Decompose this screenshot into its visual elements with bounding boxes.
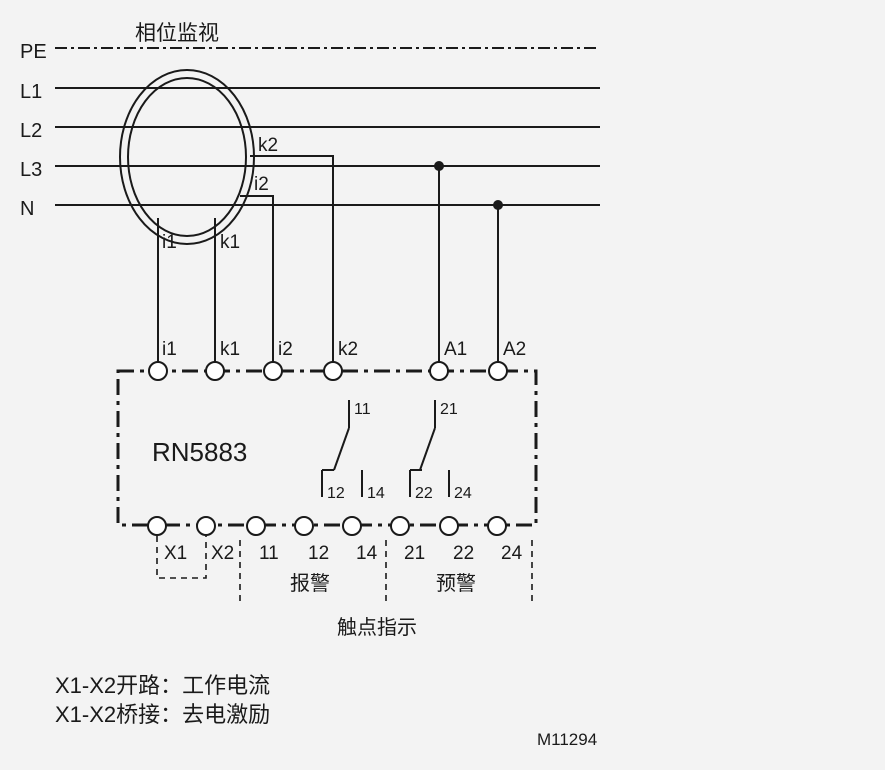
- terminal-label-i1: i1: [162, 339, 177, 360]
- terminal-label-21: 21: [404, 543, 425, 564]
- contact-1-no-label: 14: [367, 485, 385, 502]
- line-label-pe: PE: [20, 41, 47, 63]
- relay-contact-1: [321, 400, 363, 497]
- device-box: [116, 369, 538, 527]
- l3-junction-dot: [434, 161, 444, 171]
- contact-1-common-label: 11: [354, 401, 371, 418]
- terminal-label-i2: i2: [278, 339, 293, 360]
- group-label-prewarn: 预警: [436, 572, 476, 595]
- x1-x2-bridge: [156, 536, 207, 579]
- terminal-x2: [196, 516, 216, 536]
- line-label-l2: L2: [20, 120, 42, 142]
- k2-wire: [250, 155, 334, 362]
- top-terminals: [148, 361, 508, 381]
- terminal-k1: [205, 361, 225, 381]
- note-open: X1-X2开路：工作电流: [55, 673, 270, 698]
- contact-2-no-label: 24: [454, 485, 472, 502]
- terminal-label-24: 24: [501, 543, 523, 564]
- relay-contact-2: [409, 400, 450, 497]
- terminal-22: [439, 516, 459, 536]
- terminal-label-x2: X2: [211, 543, 234, 564]
- terminal-x1: [147, 516, 167, 536]
- contact-2-common-label: 21: [440, 401, 458, 418]
- terminal-21: [390, 516, 410, 536]
- terminal-label-14: 14: [356, 543, 378, 564]
- line-label-l3: L3: [20, 159, 42, 181]
- terminal-label-11: 11: [259, 543, 279, 564]
- terminal-14: [342, 516, 362, 536]
- current-transformer: [119, 69, 255, 245]
- terminal-label-a1: A1: [444, 339, 467, 360]
- terminal-a1: [429, 361, 449, 381]
- ct-label-k1: k1: [220, 232, 240, 253]
- terminal-12: [294, 516, 314, 536]
- n-junction-dot: [493, 200, 503, 210]
- note-bridged: X1-X2桥接：去电激励: [55, 702, 270, 727]
- diagram-title: 相位监视: [135, 22, 219, 45]
- device-model: RN5883: [152, 437, 247, 467]
- terminal-label-k1: k1: [220, 339, 240, 360]
- terminal-k2: [323, 361, 343, 381]
- bottom-terminals: [147, 516, 507, 536]
- ct-label-i1: i1: [162, 232, 177, 253]
- figure-reference: M11294: [537, 730, 597, 749]
- ct-label-k2: k2: [258, 135, 278, 156]
- terminal-11: [246, 516, 266, 536]
- group-label-alarm: 报警: [290, 572, 330, 595]
- line-label-n: N: [20, 198, 34, 220]
- line-label-l1: L1: [20, 81, 42, 103]
- contact-2-nc-label: 22: [415, 485, 433, 502]
- ct-label-i2: i2: [254, 174, 269, 195]
- terminal-24: [487, 516, 507, 536]
- terminal-label-k2: k2: [338, 339, 358, 360]
- terminal-a2: [488, 361, 508, 381]
- terminal-label-22: 22: [453, 543, 474, 564]
- group-label-contact-indication: 触点指示: [337, 616, 417, 639]
- terminal-label-12: 12: [308, 543, 329, 564]
- i2-wire: [240, 195, 274, 362]
- terminal-label-a2: A2: [503, 339, 526, 360]
- terminal-i2: [263, 361, 283, 381]
- terminal-label-x1: X1: [164, 543, 187, 564]
- terminal-i1: [148, 361, 168, 381]
- contact-1-nc-label: 12: [327, 485, 345, 502]
